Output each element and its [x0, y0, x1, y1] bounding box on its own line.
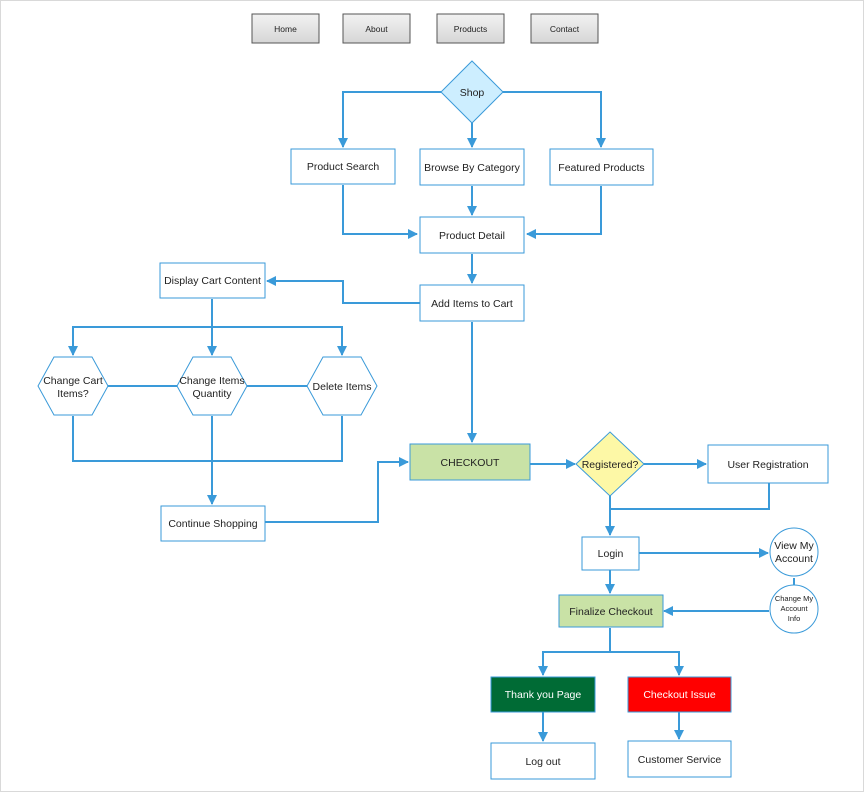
node-display-cart-content-label: Display Cart Content — [164, 275, 261, 287]
edge-add-items-to-display-cart — [266, 276, 420, 304]
node-change-cart-items-line1: Change Cart — [43, 375, 103, 387]
node-user-registration-label: User Registration — [727, 459, 808, 471]
node-add-items-to-cart-label: Add Items to Cart — [431, 298, 513, 310]
nav-about-label: About — [365, 24, 388, 34]
node-shop-label: Shop — [460, 87, 485, 99]
node-browse-by-category: Browse By Category — [419, 148, 525, 186]
edge-change-cart-items-down — [72, 416, 343, 462]
node-display-cart-content: Display Cart Content — [159, 262, 266, 299]
node-change-cart-items-line2: Items? — [57, 388, 89, 400]
node-shop: Shop — [440, 60, 504, 124]
node-change-items-quantity: Change Items Quantity — [176, 356, 248, 416]
node-change-my-account-info: Change My Account Info — [769, 584, 819, 634]
node-finalize-checkout: Finalize Checkout — [558, 594, 664, 628]
node-change-items-quantity-line1: Change Items — [179, 375, 244, 387]
node-change-my-account-info-line3: Info — [788, 614, 801, 623]
node-view-my-account-line1: View My — [774, 540, 814, 552]
node-product-search: Product Search — [290, 148, 396, 185]
node-product-search-label: Product Search — [307, 161, 380, 173]
nav-button-home[interactable]: Home — [251, 13, 320, 44]
nav-button-products[interactable]: Products — [436, 13, 505, 44]
node-customer-service: Customer Service — [627, 740, 732, 778]
nav-products-label: Products — [454, 24, 488, 34]
node-checkout-issue: Checkout Issue — [627, 676, 732, 713]
edge-featured-to-product-detail — [526, 186, 602, 239]
node-change-items-quantity-line2: Quantity — [192, 388, 232, 400]
node-change-my-account-info-line2: Account — [780, 604, 808, 613]
edge-continue-to-checkout — [265, 457, 409, 523]
node-delete-items: Delete Items — [306, 356, 378, 416]
node-browse-by-category-label: Browse By Category — [424, 162, 520, 174]
edges — [68, 91, 795, 742]
edge-shop-to-product-search — [338, 91, 441, 148]
node-product-detail: Product Detail — [419, 216, 525, 254]
node-featured-products: Featured Products — [549, 148, 654, 186]
node-change-cart-items: Change Cart Items? — [37, 356, 109, 416]
node-change-my-account-info-line1: Change My — [775, 594, 814, 603]
node-thank-you-page-label: Thank you Page — [505, 689, 582, 701]
node-delete-items-label: Delete Items — [313, 381, 372, 393]
nav-home-label: Home — [274, 24, 297, 34]
node-user-registration: User Registration — [707, 444, 829, 484]
nav-button-about[interactable]: About — [342, 13, 411, 44]
node-customer-service-label: Customer Service — [638, 754, 722, 766]
node-view-my-account: View My Account — [769, 527, 819, 577]
node-product-detail-label: Product Detail — [439, 230, 505, 242]
node-continue-shopping-label: Continue Shopping — [168, 518, 257, 530]
nav-button-contact[interactable]: Contact — [530, 13, 599, 44]
edge-finalize-to-thank-you — [538, 651, 610, 676]
node-add-items-to-cart: Add Items to Cart — [419, 284, 525, 322]
edge-shop-to-featured-products — [503, 91, 606, 148]
edge-cart-to-delete-items — [212, 326, 347, 356]
node-view-my-account-line2: Account — [775, 553, 813, 565]
nav-contact-label: Contact — [550, 24, 580, 34]
node-login-label: Login — [598, 548, 624, 560]
node-log-out-label: Log out — [525, 756, 560, 768]
node-login: Login — [581, 536, 640, 571]
edge-finalize-to-checkout-issue — [610, 651, 684, 676]
node-finalize-checkout-label: Finalize Checkout — [569, 606, 653, 618]
node-checkout-issue-label: Checkout Issue — [643, 689, 716, 701]
edge-cart-to-change-cart-items — [68, 326, 212, 356]
node-registered-label: Registered? — [582, 459, 639, 471]
node-thank-you-page: Thank you Page — [490, 676, 596, 713]
edge-user-registration-to-login — [610, 483, 770, 510]
node-registered: Registered? — [575, 431, 645, 497]
edge-product-search-to-product-detail — [342, 185, 418, 239]
node-featured-products-label: Featured Products — [558, 162, 644, 174]
node-log-out: Log out — [490, 742, 596, 780]
node-checkout: CHECKOUT — [409, 443, 531, 481]
node-checkout-label: CHECKOUT — [441, 457, 501, 469]
node-continue-shopping: Continue Shopping — [160, 505, 266, 542]
